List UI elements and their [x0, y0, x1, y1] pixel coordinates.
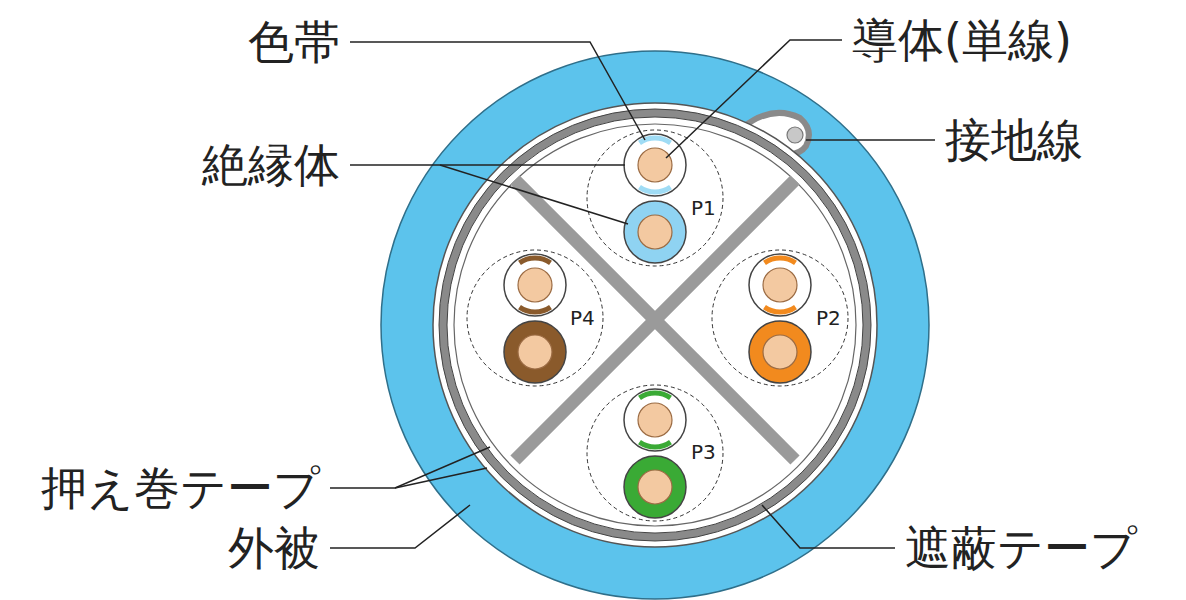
part-name: 絶縁体: [202, 140, 340, 191]
pair-number: P1: [689, 197, 718, 219]
pair-p4: [467, 250, 603, 386]
leader-lines: [330, 40, 935, 548]
leader-line: [762, 505, 895, 548]
pair-number: P2: [814, 307, 843, 329]
part-name: 遮蔽テープ: [905, 523, 1137, 574]
ground-conductor: [787, 127, 803, 143]
color-band: [640, 393, 671, 398]
leader-line: [440, 165, 628, 224]
conductor: [638, 470, 672, 504]
tapes: [433, 103, 877, 547]
leader-line: [350, 42, 645, 140]
outer-sheath: [381, 51, 929, 599]
part-name: 接地線: [945, 115, 1083, 166]
pair-outline: [587, 385, 723, 521]
part-name: 外被: [228, 523, 320, 574]
shield-tape: [443, 113, 867, 537]
pair-number: P4: [568, 307, 597, 329]
insulator-white: [749, 254, 811, 316]
insulator-white: [504, 254, 566, 316]
pair-outline: [712, 250, 848, 386]
insulator-colored: [504, 321, 566, 383]
cross-separator: [515, 180, 795, 460]
insulator-colored: [624, 456, 686, 518]
color-band: [765, 307, 796, 312]
inner-binder-tape: [454, 124, 856, 526]
part-name: 色帯: [248, 17, 340, 68]
conductor: [638, 403, 672, 437]
pair-p3: [587, 385, 723, 521]
shield-edge: [439, 109, 871, 541]
part-name: 導体(単線): [852, 15, 1072, 66]
leader-line: [395, 468, 487, 488]
leader-line: [330, 505, 470, 548]
shield-edge: [447, 117, 863, 533]
separator-bar: [515, 180, 795, 460]
insulator-colored: [749, 321, 811, 383]
insulator-white: [624, 134, 686, 196]
pair-outline: [587, 130, 723, 266]
color-band: [640, 442, 671, 447]
color-band: [640, 187, 671, 192]
color-band: [520, 307, 551, 312]
ground-conductor-dot: [787, 127, 803, 143]
leader-line: [330, 447, 490, 488]
pair-p2: [712, 250, 848, 386]
color-band: [520, 258, 551, 263]
insulator-colored: [624, 201, 686, 263]
conductor: [518, 335, 552, 369]
outer-binder-tape: [433, 103, 877, 547]
conductor: [763, 268, 797, 302]
pair-p1: [587, 130, 723, 266]
conductor: [763, 335, 797, 369]
insulator-white: [624, 389, 686, 451]
leader-line: [350, 164, 625, 166]
separator-bar: [515, 180, 795, 460]
leader-line: [806, 139, 935, 141]
sheath-circle: [381, 51, 929, 599]
conductor: [638, 148, 672, 182]
part-name: 押え巻テープ: [41, 463, 320, 514]
pair-outline: [467, 250, 603, 386]
pair-number: P3: [689, 441, 718, 463]
color-band: [765, 258, 796, 263]
conductor: [638, 215, 672, 249]
conductor: [518, 268, 552, 302]
